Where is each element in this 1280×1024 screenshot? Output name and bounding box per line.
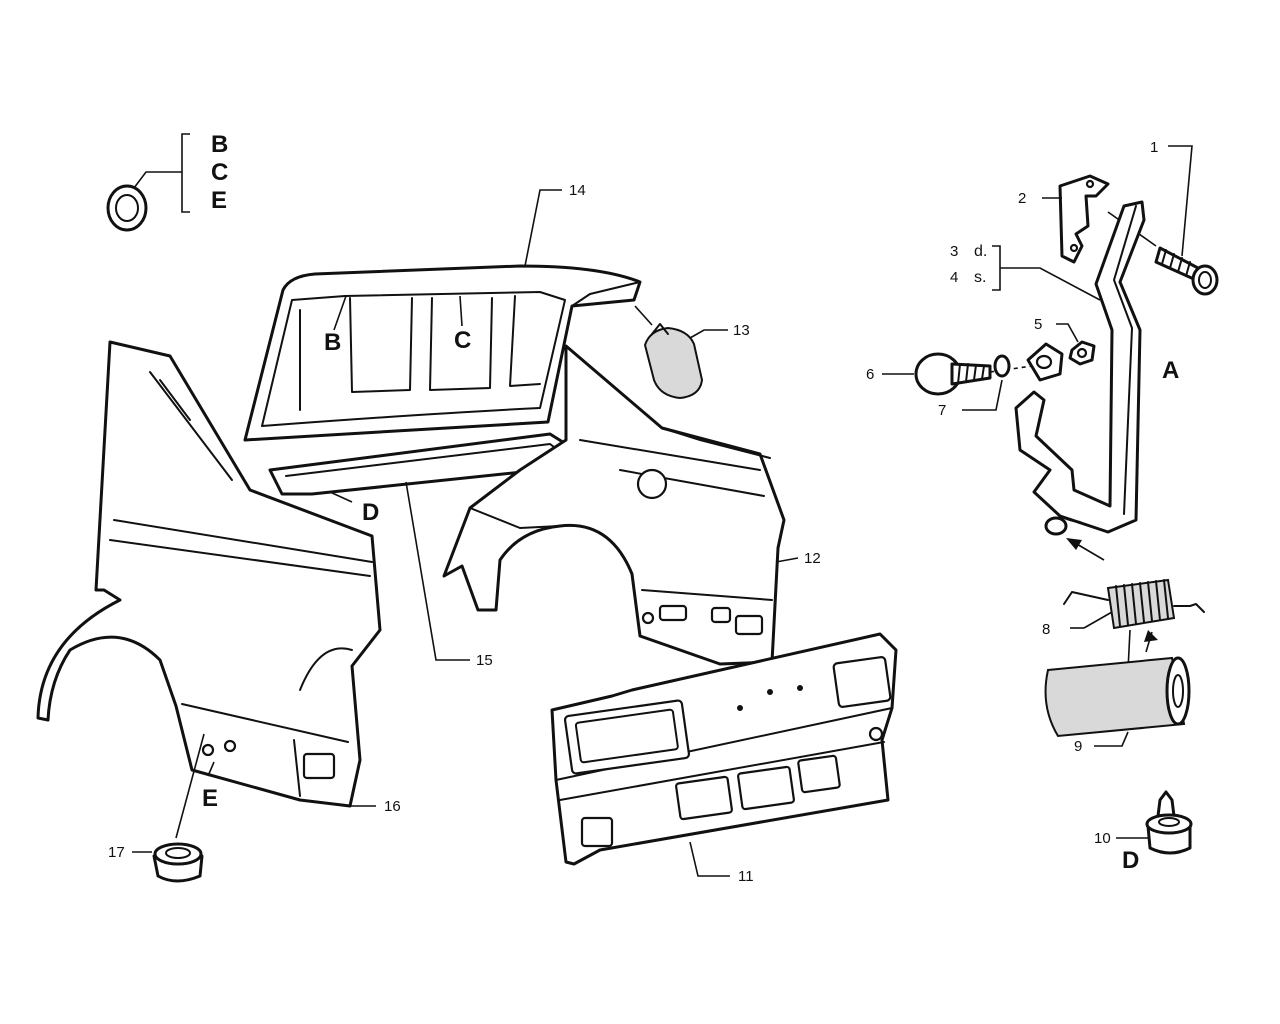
callout-4: 4	[950, 269, 958, 286]
callout-1: 1	[1150, 139, 1158, 156]
callout-5: 5	[1034, 316, 1042, 333]
view-letter-d-bumper: D	[1122, 847, 1139, 874]
callout-6: 6	[866, 366, 874, 383]
callout-8: 8	[1042, 621, 1050, 638]
inner-quarter-panel	[442, 344, 786, 666]
side-code-right: d.	[974, 243, 987, 260]
view-letter-d-seal-left: D	[362, 499, 379, 526]
hinge-pivot-bushing	[1026, 342, 1064, 382]
outer-quarter-panel	[36, 340, 382, 808]
callout-16: 16	[384, 798, 401, 815]
callout-13: 13	[733, 322, 750, 339]
callout-7: 7	[938, 402, 946, 419]
callout-15: 15	[476, 652, 493, 669]
callout-11: 11	[738, 868, 754, 885]
hinge-nut	[1068, 340, 1096, 366]
lid-bumper	[634, 305, 704, 400]
callout-3: 3	[950, 243, 958, 260]
rubber-bumper	[1145, 790, 1193, 855]
view-letter-b: B	[324, 329, 341, 356]
callout-12: 12	[804, 550, 821, 567]
lid-spring	[1063, 578, 1205, 630]
side-bracket: 3 d. 4 s.	[950, 243, 1001, 291]
rear-end-panel	[550, 632, 898, 866]
hinge-bolt	[914, 352, 1033, 396]
lock-washer	[993, 354, 1011, 378]
callout-2: 2	[1018, 190, 1026, 207]
legend-bracket	[181, 133, 190, 213]
legend-grommet-group: B C E	[106, 131, 228, 232]
body-plug	[152, 733, 205, 883]
view-letter-a-hinge: A	[1162, 357, 1179, 384]
legend-letter-c: C	[211, 159, 228, 186]
trunk-lid	[243, 264, 642, 442]
legend-grommet	[106, 184, 148, 232]
spring-sleeve	[1044, 656, 1191, 738]
legend-letter-b: B	[211, 131, 228, 158]
view-letter-c: C	[454, 327, 471, 354]
callout-17: 17	[108, 844, 125, 861]
callout-14: 14	[569, 182, 586, 199]
legend-letter-e: E	[211, 187, 227, 214]
hinge-plate	[1058, 174, 1110, 264]
callout-9: 9	[1074, 738, 1082, 755]
hinge-screw	[1154, 246, 1219, 296]
view-letter-e: E	[202, 785, 218, 812]
hinge-arm	[1014, 200, 1146, 536]
callout-10: 10	[1094, 830, 1111, 847]
side-code-left: s.	[974, 269, 986, 286]
